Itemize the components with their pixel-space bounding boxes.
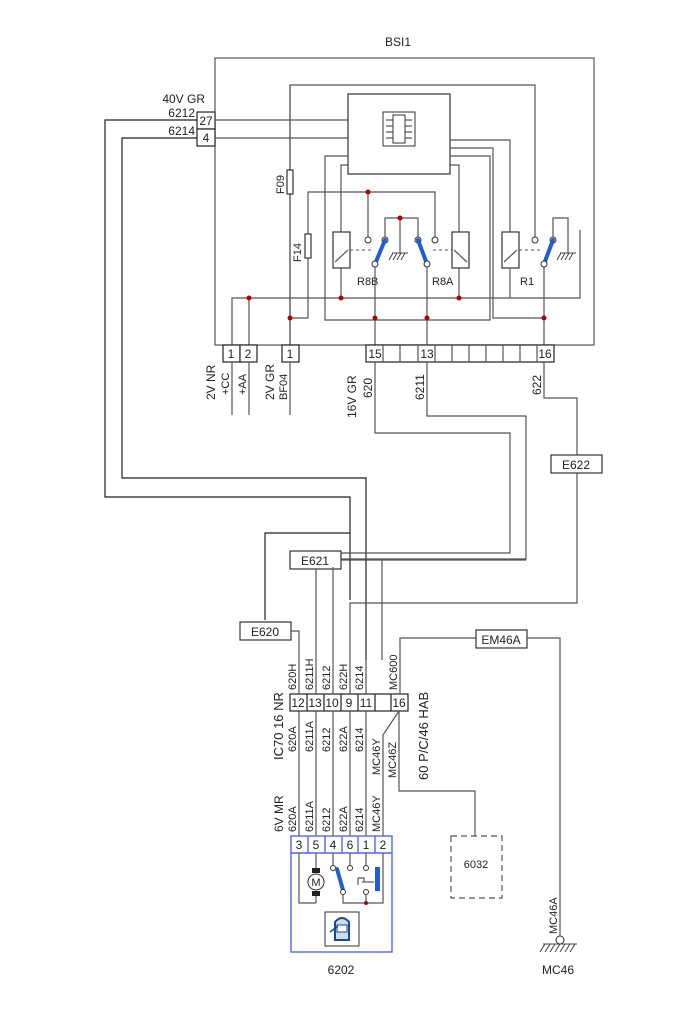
splice-e620-label: E620 — [251, 625, 279, 639]
fuse-f14 — [304, 233, 312, 259]
wire-622-label: 622 — [530, 375, 544, 395]
relay-r1-label: R1 — [520, 276, 534, 288]
wire-cc-label: +CC — [220, 373, 232, 395]
c2-label: 2V GR — [263, 364, 277, 400]
relay-r8a-switch — [416, 238, 429, 266]
fuse-f09 — [286, 169, 294, 195]
bsi-title: BSI1 — [385, 35, 411, 49]
module-6202-label: 6202 — [328, 963, 355, 977]
wire-620h-label: 620H — [287, 664, 299, 690]
door-switch — [335, 867, 345, 892]
ground-symbol — [388, 252, 408, 261]
c3-pin-13: 13 — [420, 347, 434, 361]
c2-pin-1-label: 1 — [287, 347, 294, 361]
wire-6214-top-label: 6214 — [354, 666, 366, 690]
relay-r8a-coil — [451, 231, 470, 269]
wire-bf04-label: BF04 — [278, 374, 290, 400]
wire-mc46y-label: MC46Y — [371, 738, 383, 775]
wire-6212-label: 6212 — [168, 106, 195, 120]
wire-6211h-label: 6211H — [304, 658, 316, 690]
motor-label: M — [311, 877, 320, 889]
6202-pin-1: 1 — [363, 838, 370, 852]
ic70-pin-9: 9 — [346, 696, 353, 710]
wire-6202-6214: 6214 — [354, 808, 366, 832]
fuse-f14-label: F14 — [292, 243, 304, 262]
c1-pin-1-label: 1 — [228, 347, 235, 361]
6202-pin-5: 5 — [313, 838, 320, 852]
ic70-pin-12: 12 — [291, 696, 305, 710]
ic70-pin-16: 16 — [392, 696, 406, 710]
relay-r8b-label: R8B — [357, 276, 378, 288]
input-connector-label: 40V GR — [162, 92, 205, 106]
wire-6212-top-label: 6212 — [321, 666, 333, 690]
c3-connector — [365, 344, 555, 363]
6202-pin-6: 6 — [347, 838, 354, 852]
ic70-pin-13: 13 — [308, 696, 322, 710]
ic70-label: IC70 16 NR — [271, 692, 286, 760]
wire-6202-620a: 620A — [287, 806, 299, 832]
ground-symbol — [556, 252, 576, 261]
lock-actuator — [375, 867, 380, 891]
wire-mc600-label: MC600 — [388, 655, 400, 690]
splice-e622 — [550, 454, 603, 474]
c1-pin-2-label: 2 — [245, 347, 252, 361]
splice-em46a-label: EM46A — [481, 633, 520, 647]
wire-6202-6212: 6212 — [321, 808, 333, 832]
wire-622a-label: 622A — [338, 726, 350, 752]
6202-pin-4: 4 — [330, 838, 337, 852]
ic70-pin-10: 10 — [325, 696, 339, 710]
wire-6211-label: 6211 — [413, 374, 427, 400]
6202-pin-2: 2 — [380, 838, 387, 852]
ic-chip-icon — [382, 111, 416, 147]
wire-620-label: 620 — [361, 378, 375, 398]
relay-r8b-switch — [373, 238, 387, 266]
c3-label: 16V GR — [345, 375, 359, 418]
splice-e622-label: E622 — [562, 458, 590, 472]
relay-r1-switch — [542, 238, 555, 266]
wire-620a-label: 620A — [287, 726, 299, 752]
ground-point — [555, 935, 565, 945]
ground-mc46-label: MC46 — [542, 963, 574, 977]
wire-mc46z-label: MC46Z — [387, 742, 399, 778]
splice-e621-label: E621 — [301, 554, 329, 568]
car-door-icon — [324, 911, 360, 947]
wire-6202-6211a: 6211A — [304, 800, 316, 832]
wire-mc46a-label: MC46A — [548, 897, 560, 934]
pin-4-label: 4 — [203, 131, 210, 145]
motor-icon: M — [307, 868, 325, 896]
relay-r8a-label: R8A — [432, 276, 454, 288]
splice-em46a — [475, 629, 528, 649]
wire-622h-label: 622H — [338, 664, 350, 690]
wire-6202-mc46y: MC46Y — [371, 795, 383, 832]
component-6032 — [450, 835, 503, 899]
6202-pin-3: 3 — [296, 838, 303, 852]
wire-6214-label: 6214 — [168, 124, 195, 138]
pin-27-label: 27 — [199, 114, 213, 128]
wire-6214-bottom-label: 6214 — [354, 728, 366, 752]
wire-6211a-label: 6211A — [304, 720, 316, 752]
fuse-f09-label: F09 — [275, 175, 287, 194]
c3-pin-15: 15 — [368, 347, 382, 361]
module-6202-connector-label: 6V MR — [272, 795, 286, 832]
c3-pin-16: 16 — [538, 347, 552, 361]
wire-6202-622a: 622A — [338, 806, 350, 832]
c1-label: 2V NR — [204, 364, 218, 400]
wire-6212-bottom-label: 6212 — [321, 728, 333, 752]
ic70-pin-11: 11 — [360, 696, 373, 710]
ground-mc46-icon — [539, 943, 577, 953]
ic70-side-label: 60 P/C/46 HAB — [416, 692, 431, 780]
module-6202 — [290, 835, 393, 953]
wire-aa-label: +AA — [237, 373, 249, 395]
component-6032-label: 6032 — [464, 859, 488, 871]
ic70-connector — [289, 693, 409, 712]
